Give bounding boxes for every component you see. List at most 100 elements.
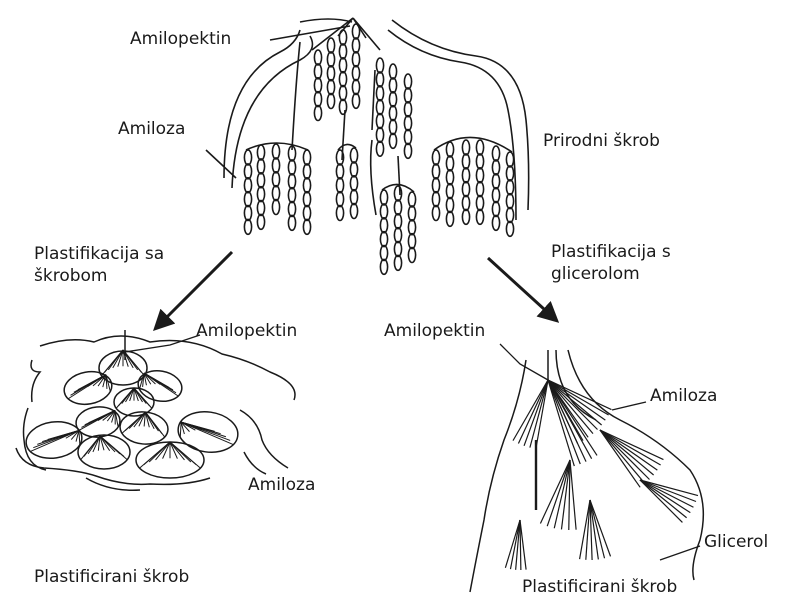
helix-bead [446, 156, 453, 171]
helix-column [352, 24, 359, 108]
helix-bead [272, 200, 279, 215]
helix-bead [446, 211, 453, 226]
label-top-amylose: Amiloza [118, 118, 185, 140]
amylopectin-brush [580, 500, 611, 560]
native-starch-structure [206, 18, 529, 274]
helix-bead [288, 160, 295, 175]
cluster-cap [338, 144, 356, 150]
helix-bead [432, 150, 439, 165]
helix-column [462, 140, 469, 224]
amylopectin-chain [570, 460, 576, 530]
helix-bead [404, 130, 411, 145]
helix-bead [389, 106, 396, 121]
helix-bead [446, 198, 453, 213]
label-right-amylopectin: Amilopektin [384, 320, 485, 342]
radial-chain [123, 350, 144, 376]
helix-bead [272, 186, 279, 201]
helix-bead [327, 80, 334, 95]
helix-bead [408, 234, 415, 249]
helix-bead [432, 164, 439, 179]
helix-bead [350, 148, 357, 163]
helix-bead [476, 182, 483, 197]
helix-bead [389, 133, 396, 148]
arrow-right [488, 258, 556, 320]
helix-bead [506, 166, 513, 181]
helix-bead [303, 219, 310, 234]
amylopectin-chain [640, 480, 682, 522]
helix-bead [336, 164, 343, 179]
branch-line [372, 70, 375, 130]
helix-bead [476, 196, 483, 211]
helix-bead [257, 214, 264, 229]
label-right-amylose: Amiloza [650, 385, 717, 407]
helix-bead [303, 150, 310, 165]
helix-bead [272, 144, 279, 159]
amylose-strand [388, 30, 516, 220]
helix-column [244, 150, 251, 234]
helix-bead [404, 116, 411, 131]
label-right-glycerol: Glicerol [704, 531, 768, 553]
amylopectin-chain [548, 380, 592, 459]
helix-bead [336, 192, 343, 207]
helix-bead [244, 164, 251, 179]
helix-bead [314, 106, 321, 121]
helix-bead [506, 180, 513, 195]
helix-bead [303, 164, 310, 179]
plasticized-starch-left [16, 330, 295, 490]
amylopectin-brush [540, 460, 576, 530]
helix-bead [336, 206, 343, 221]
helix-bead [462, 140, 469, 155]
helix-bead [394, 242, 401, 257]
helix-column [314, 50, 321, 121]
helix-bead [404, 74, 411, 89]
amylopectin-chain [600, 430, 663, 460]
helix-bead [462, 168, 469, 183]
helix-bead [314, 50, 321, 65]
helix-bead [244, 150, 251, 165]
label-left-result: Plastificirani škrob [34, 566, 189, 588]
helix-bead [394, 214, 401, 229]
helix-bead [462, 182, 469, 197]
helix-bead [244, 206, 251, 221]
amylopectin-brush [505, 520, 526, 570]
granule [62, 368, 115, 408]
helix-column [432, 150, 439, 221]
helix-column [376, 58, 383, 156]
amylopectin-chain [640, 480, 693, 507]
helix-bead [432, 192, 439, 207]
helix-bead [404, 102, 411, 117]
helix-bead [244, 219, 251, 234]
helix-bead [244, 192, 251, 207]
radial-chain [170, 442, 200, 468]
helix-bead [327, 66, 334, 81]
label-top-amylopectin: Amilopektin [130, 28, 231, 50]
amylose-strand [371, 140, 376, 215]
radial-chain [125, 410, 145, 432]
helix-bead [327, 94, 334, 109]
helix-bead [314, 78, 321, 93]
helix-bead [446, 170, 453, 185]
helix-bead [492, 215, 499, 230]
helix-column [380, 190, 387, 274]
label-left-amylopectin: Amilopektin [196, 320, 297, 342]
granule [136, 442, 204, 478]
helix-bead [288, 174, 295, 189]
helix-bead [389, 120, 396, 135]
helix-bead [462, 196, 469, 211]
amylose-pointer [612, 402, 646, 410]
helix-bead [408, 220, 415, 235]
helix-bead [394, 255, 401, 270]
helix-bead [408, 248, 415, 263]
helix-bead [352, 24, 359, 39]
helix-bead [352, 52, 359, 67]
amylopectin-chain [590, 500, 611, 556]
helix-column [394, 186, 401, 270]
helix-bead [408, 192, 415, 207]
helix-bead [376, 127, 383, 142]
helix-column [506, 152, 513, 236]
helix-bead [476, 209, 483, 224]
helix-column [350, 148, 357, 219]
helix-column [339, 30, 346, 114]
helix-bead [380, 190, 387, 205]
helix-bead [352, 66, 359, 81]
